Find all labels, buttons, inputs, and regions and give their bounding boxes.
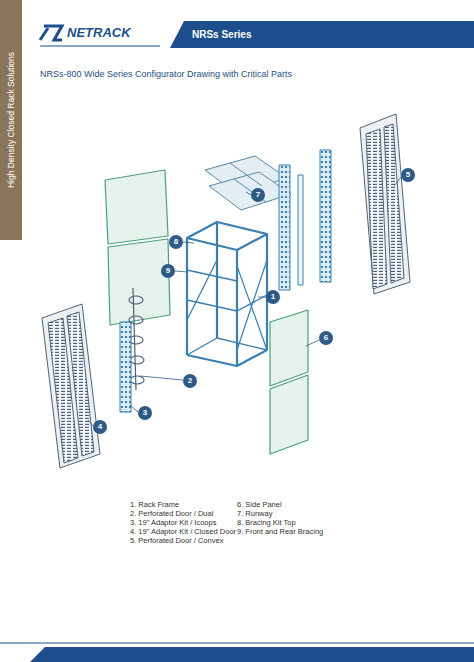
adaptor-rail (120, 322, 131, 412)
side-title: High Density Closed Rack Solutions (6, 52, 16, 188)
callout-number: 2 (188, 377, 192, 385)
part-list-item: 6. Side Panel (237, 500, 282, 509)
perforated-door-dual (42, 304, 100, 468)
logo-mark (40, 26, 160, 46)
side-panel (105, 170, 170, 325)
runway-top (205, 156, 291, 210)
footer-line (0, 643, 474, 644)
callout-circle: 5 (401, 168, 415, 182)
callout-circle: 3 (138, 406, 152, 420)
rule-line (40, 46, 160, 47)
part-list-item: 3. 19" Adaptor Kit / Icoops (130, 518, 216, 527)
side-panel (270, 310, 308, 454)
perforated-door-convex (360, 114, 410, 294)
callout-circle: 2 (183, 374, 197, 388)
part-list-item: 7. Runway (237, 509, 272, 518)
part-list-item: 2. Perforated Door / Dual (130, 509, 213, 518)
callout-circle: 6 (319, 331, 333, 345)
callout-number: 1 (271, 293, 275, 301)
part-list-item: 9. Front and Rear Bracing (237, 527, 323, 536)
rack-frame (187, 222, 267, 366)
callout-number: 3 (143, 409, 147, 417)
part-list-item: 8. Bracing Kit Top (237, 518, 296, 527)
part-list-item: 4. 19" Adaptor Kit / Closed Door (130, 527, 236, 536)
leader-lines (88, 177, 401, 426)
logo-text: NETRACK (67, 25, 131, 40)
header-title: NRSs Series (192, 29, 251, 40)
part-list-item: 5. Perforated Door / Convex (130, 536, 223, 545)
diagram-title: NRSs-800 Wide Series Configurator Drawin… (40, 69, 292, 79)
footer-bar (30, 647, 474, 662)
callout-number: 5 (406, 171, 410, 179)
header-band: NRSs Series (170, 21, 474, 48)
callout-circle: 9 (161, 264, 175, 278)
side-band: High Density Closed Rack Solutions (0, 0, 22, 240)
callout-number: 8 (174, 238, 178, 246)
callout-circle: 8 (169, 235, 183, 249)
callout-number: 7 (256, 191, 260, 199)
part-list-item: 1. Rack Frame (130, 500, 179, 509)
callout-number: 6 (324, 334, 328, 342)
callout-number: 4 (98, 423, 102, 431)
callout-circle: 4 (93, 420, 107, 434)
callout-circle: 1 (266, 290, 280, 304)
runway (279, 150, 331, 290)
callout-number: 9 (166, 267, 170, 275)
callout-circle: 7 (251, 188, 265, 202)
